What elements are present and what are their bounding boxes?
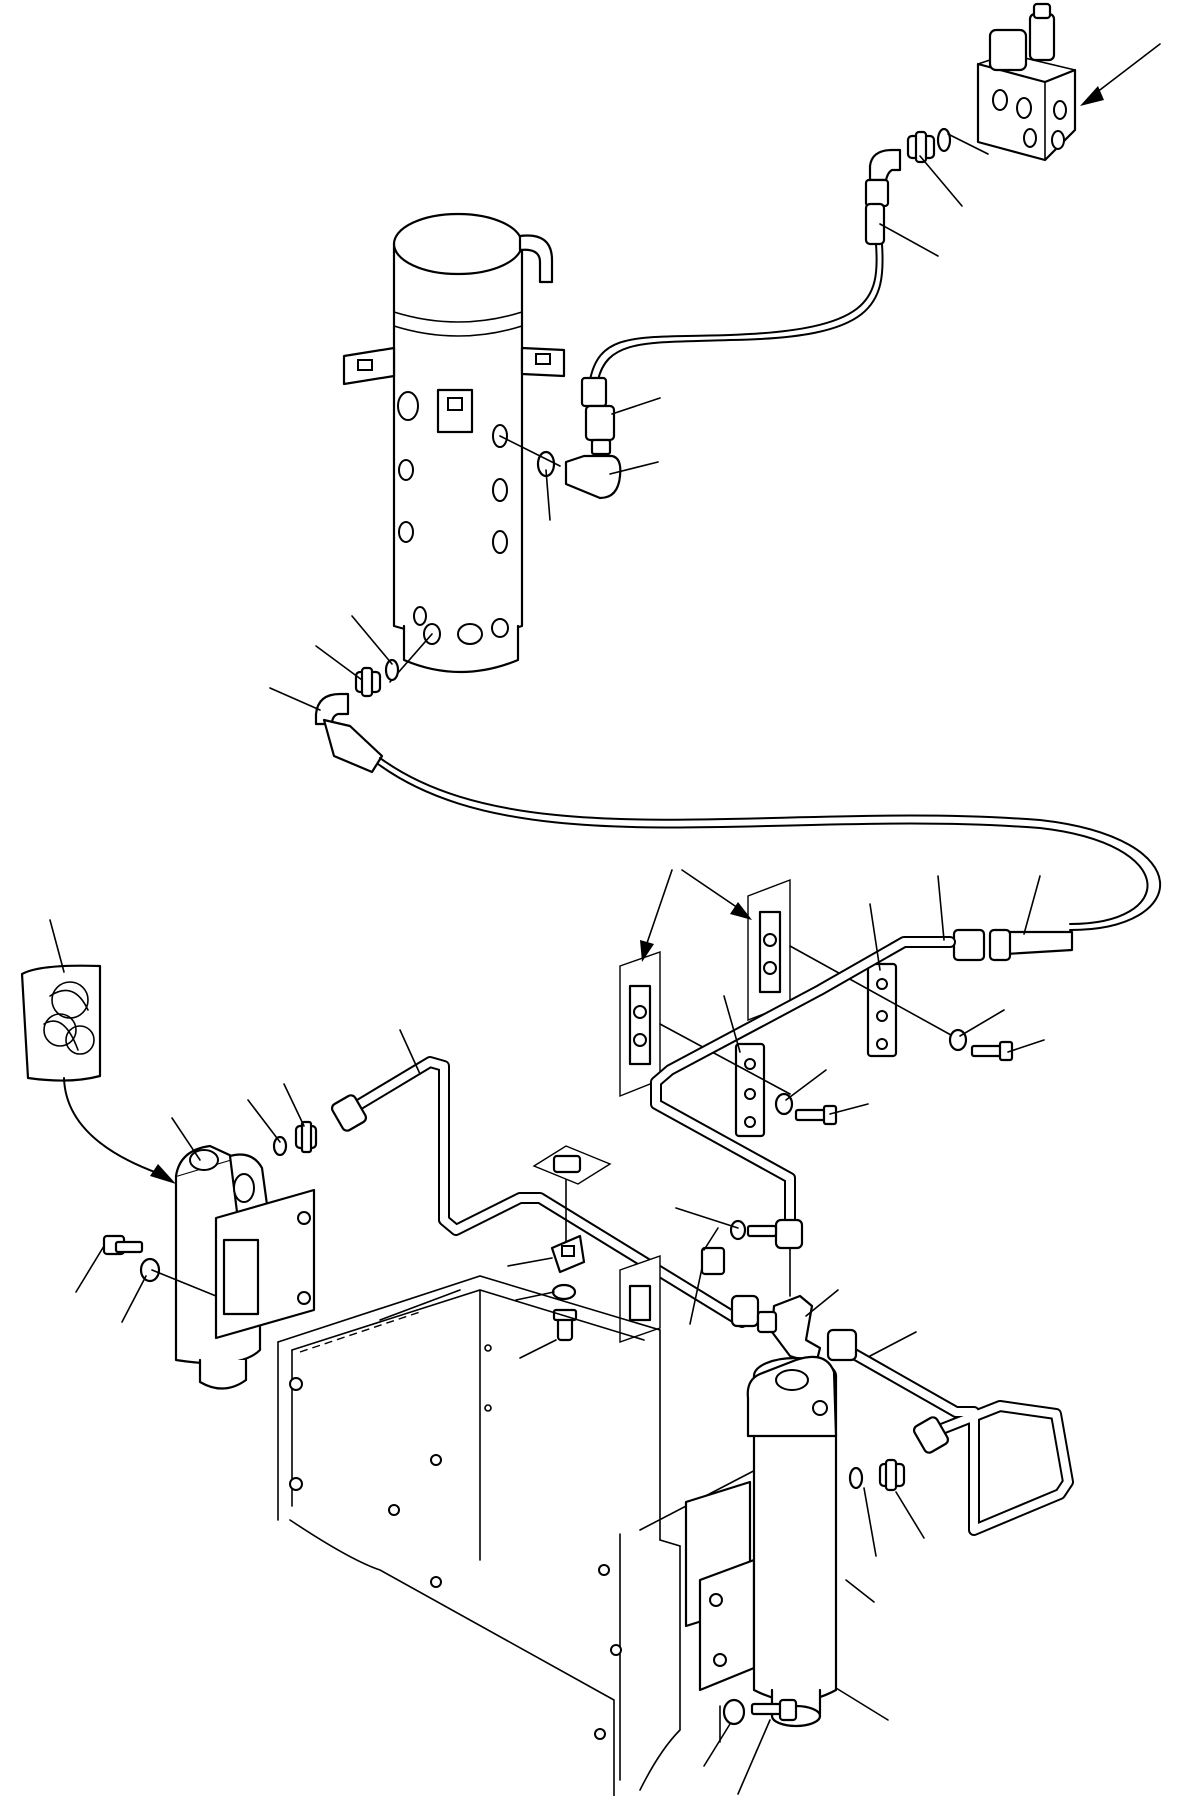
solenoid-valve [976, 2, 1077, 162]
upper-filter [174, 1144, 316, 1390]
adapter-upper-filter [294, 1120, 318, 1154]
o-ring-lower-swivel [384, 658, 400, 682]
kit-arrow-head [150, 1164, 176, 1184]
tube-nut-tee-upper [774, 1218, 804, 1250]
tee-fitting [756, 1247, 822, 1366]
elbow-fitting-swivel [564, 438, 622, 500]
washer-lower-filter [722, 1698, 746, 1726]
o-ring [936, 127, 952, 153]
tube-clamp-lower [734, 1042, 766, 1138]
washer-small [729, 1219, 747, 1241]
bolt-clamp-upper [970, 1040, 1014, 1062]
seal-kit [20, 964, 102, 1082]
tube-nut-tee-right [826, 1328, 858, 1362]
tube-clamp-upper [866, 962, 898, 1058]
elbow-fitting [864, 148, 902, 246]
hose-end-fitting-right [952, 928, 1074, 962]
o-ring-lower-filter [848, 1466, 864, 1490]
washer-upper-filter [139, 1257, 161, 1283]
elbow-fitting-lower [314, 692, 384, 774]
tube-nut-lower [912, 1416, 950, 1454]
o-ring-upper-filter [272, 1135, 288, 1157]
bolt-center [552, 1308, 578, 1342]
adapter-fitting-lower [354, 666, 382, 698]
rigid-tube-c [834, 1340, 1074, 1536]
alignment-line [499, 435, 561, 467]
bolt-upper-filter [102, 1234, 144, 1256]
tube-nut-left [330, 1094, 368, 1132]
hose-end-fitting [580, 376, 616, 442]
clamp-callout-left [619, 951, 661, 1098]
swivel-joint [342, 212, 566, 674]
frame-plate [277, 1275, 817, 1796]
leader-lines [49, 133, 1045, 1795]
clip-center [550, 1234, 586, 1274]
arrow-indicator [1080, 43, 1161, 106]
clip-callout-center [532, 1145, 612, 1245]
hose-upper [589, 243, 878, 381]
tube-nut-tee-left [730, 1294, 760, 1328]
clamp-callout-right [747, 878, 791, 1022]
clamp-callout-small [619, 1255, 661, 1343]
hose-long [379, 757, 1161, 931]
bolt-clamp-lower [794, 1104, 838, 1126]
clamp-block-small [700, 1246, 726, 1276]
washer-center [551, 1283, 577, 1301]
lower-filter [684, 1355, 838, 1728]
arrow-indicator-clamps [640, 869, 752, 962]
rigid-tube-b [650, 936, 956, 1236]
bolt-small [746, 1224, 778, 1238]
adapter-fitting [906, 130, 936, 164]
adapter-lower-filter [878, 1458, 906, 1492]
bolt-lower-filter [750, 1698, 798, 1722]
rigid-tube-a [344, 1056, 748, 1328]
kit-arrow-curve [63, 1077, 161, 1175]
